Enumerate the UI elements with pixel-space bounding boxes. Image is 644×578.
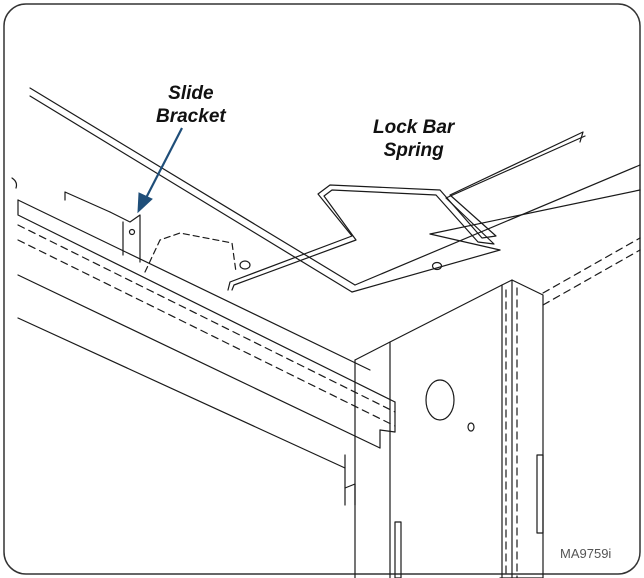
panel-hole-left [239, 260, 251, 270]
lock-bar-spring-label: Lock Bar Spring [373, 116, 454, 162]
cabinet-slot-upper [536, 454, 544, 534]
cabinet-slot-lower [394, 521, 402, 578]
lock-bar-spring [227, 131, 586, 291]
left-edge-detail [11, 177, 18, 189]
cabinet-knockout-hole [425, 379, 455, 421]
panel-hole-right [431, 261, 443, 271]
front-rail-dashed [17, 224, 396, 427]
lock-bar-spring-label-line1: Lock Bar [373, 117, 455, 138]
slide-bracket [64, 191, 141, 263]
slide-bracket-label-line1: Slide [168, 83, 214, 104]
slide-bracket-label: Slide Bracket [156, 82, 226, 128]
figure-code: MA9759i [560, 546, 612, 561]
diagram-border [3, 3, 641, 575]
cabinet-dashed-edges [505, 237, 641, 578]
slide-bracket-label-line2: Bracket [156, 106, 226, 127]
front-rail [17, 199, 396, 506]
cabinet-small-hole [467, 422, 475, 432]
cabinet-housing [354, 279, 544, 578]
hidden-bracket-outline [144, 232, 237, 273]
lock-bar-spring-label-line2: Spring [383, 140, 444, 161]
slide-bracket-leader-arrow [137, 127, 183, 214]
